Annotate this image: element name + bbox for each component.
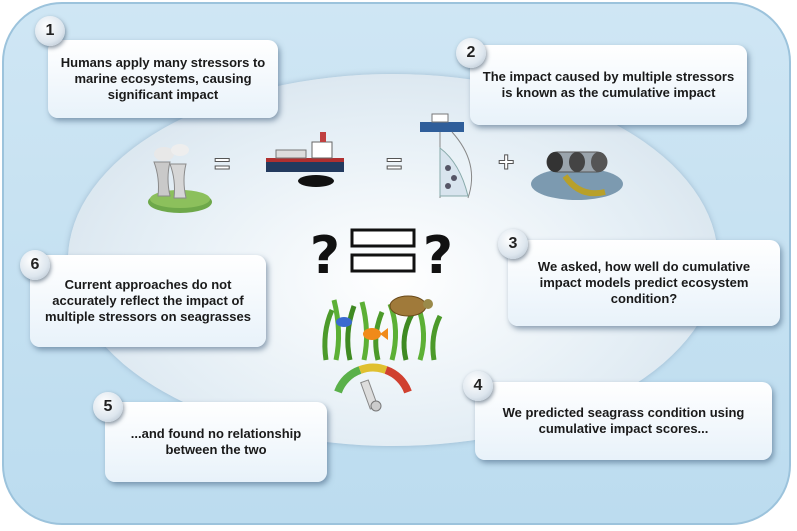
step-6-text: Current approaches do not accurately ref… xyxy=(45,277,251,324)
step-1-number: 1 xyxy=(45,22,55,39)
step-6-badge: 6 xyxy=(20,250,50,280)
step-4-text: We predicted seagrass condition using cu… xyxy=(502,405,745,436)
step-2-box: The impact caused by multiple stressors … xyxy=(470,45,747,125)
step-4-box: We predicted seagrass condition using cu… xyxy=(475,382,772,460)
step-3-text: We asked, how well do cumulative impact … xyxy=(537,259,751,306)
step-3-box: We asked, how well do cumulative impact … xyxy=(508,240,780,326)
step-2-number: 2 xyxy=(466,44,476,61)
question-mark-icon-2: ? xyxy=(423,226,453,286)
seagrass-icon xyxy=(322,295,443,361)
cargo-ship-icon xyxy=(266,132,344,187)
step-5-badge: 5 xyxy=(93,392,123,422)
step-3-badge: 3 xyxy=(498,229,528,259)
equals-box-icon xyxy=(350,228,416,273)
condition-gauge-icon xyxy=(334,363,412,412)
question-mark-icon: ? xyxy=(310,226,340,286)
step-1-text: Humans apply many stressors to marine ec… xyxy=(60,55,266,102)
step-1-badge: 1 xyxy=(35,16,65,46)
step-6-number: 6 xyxy=(30,256,40,273)
step-5-text: ...and found no relationship between the… xyxy=(130,426,302,457)
plus-sign: + xyxy=(497,146,515,178)
step-5-box: ...and found no relationship between the… xyxy=(105,402,327,482)
step-3-number: 3 xyxy=(508,235,518,252)
outfall-pipes-icon xyxy=(531,151,623,200)
fishing-boat-icon xyxy=(420,113,473,199)
step-4-badge: 4 xyxy=(463,371,493,401)
svg-text:?: ? xyxy=(310,226,340,286)
svg-text:?: ? xyxy=(423,226,453,286)
equals-sign-2: = xyxy=(385,148,403,180)
step-2-text: The impact caused by multiple stressors … xyxy=(482,69,735,100)
step-5-number: 5 xyxy=(103,398,113,415)
step-1-box: Humans apply many stressors to marine ec… xyxy=(48,40,278,118)
power-plant-icon xyxy=(148,144,212,213)
step-2-badge: 2 xyxy=(456,38,486,68)
step-6-box: Current approaches do not accurately ref… xyxy=(30,255,266,347)
equals-sign-1: = xyxy=(213,148,231,180)
step-4-number: 4 xyxy=(473,377,483,394)
